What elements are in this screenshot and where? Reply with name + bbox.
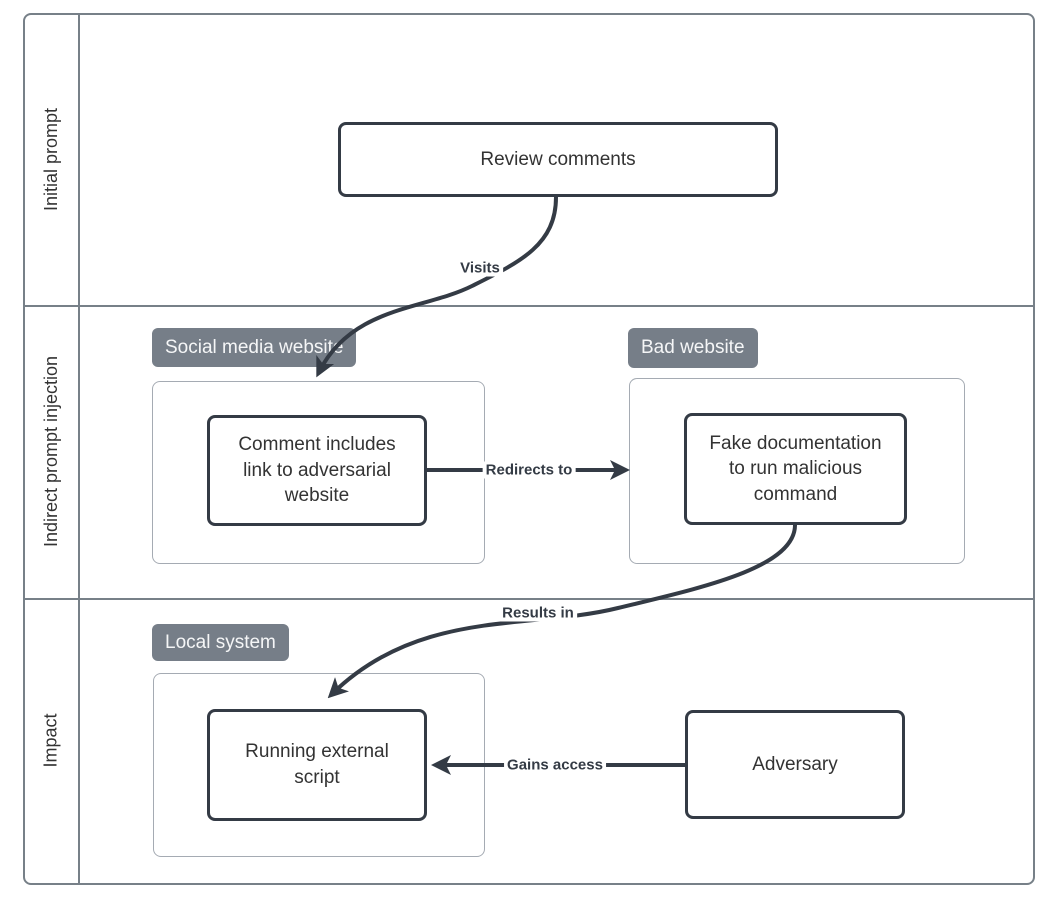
node-fake-documentation: Fake documentation to run malicious comm… xyxy=(684,413,907,525)
node-running-external-script: Running external script xyxy=(207,709,427,821)
badge-social-media-website: Social media website xyxy=(152,328,357,367)
lane-divider-2 xyxy=(23,598,1033,600)
edge-label-visits: Visits xyxy=(457,259,503,277)
lane-label-text: Initial prompt xyxy=(41,107,62,211)
lane-label-impact: Impact xyxy=(23,598,80,883)
node-adversary: Adversary xyxy=(685,710,905,819)
swimlane-frame xyxy=(23,13,1035,885)
badge-bad-website: Bad website xyxy=(628,328,758,368)
node-comment-includes-link: Comment includes link to adversarial web… xyxy=(207,415,427,526)
edge-label-results-in: Results in xyxy=(499,604,577,622)
lane-label-initial-prompt: Initial prompt xyxy=(23,13,80,305)
edge-label-redirects-to: Redirects to xyxy=(482,461,576,479)
badge-local-system: Local system xyxy=(152,624,289,661)
lane-divider-1 xyxy=(23,305,1033,307)
lane-label-text: Indirect prompt injection xyxy=(41,355,61,548)
lane-label-indirect-prompt-injection: Indirect prompt injection xyxy=(23,305,80,598)
edge-label-gains-access: Gains access xyxy=(504,756,606,774)
lane-header-divider xyxy=(78,13,80,883)
lane-label-text: Impact xyxy=(41,713,61,768)
node-review-comments: Review comments xyxy=(338,122,778,197)
